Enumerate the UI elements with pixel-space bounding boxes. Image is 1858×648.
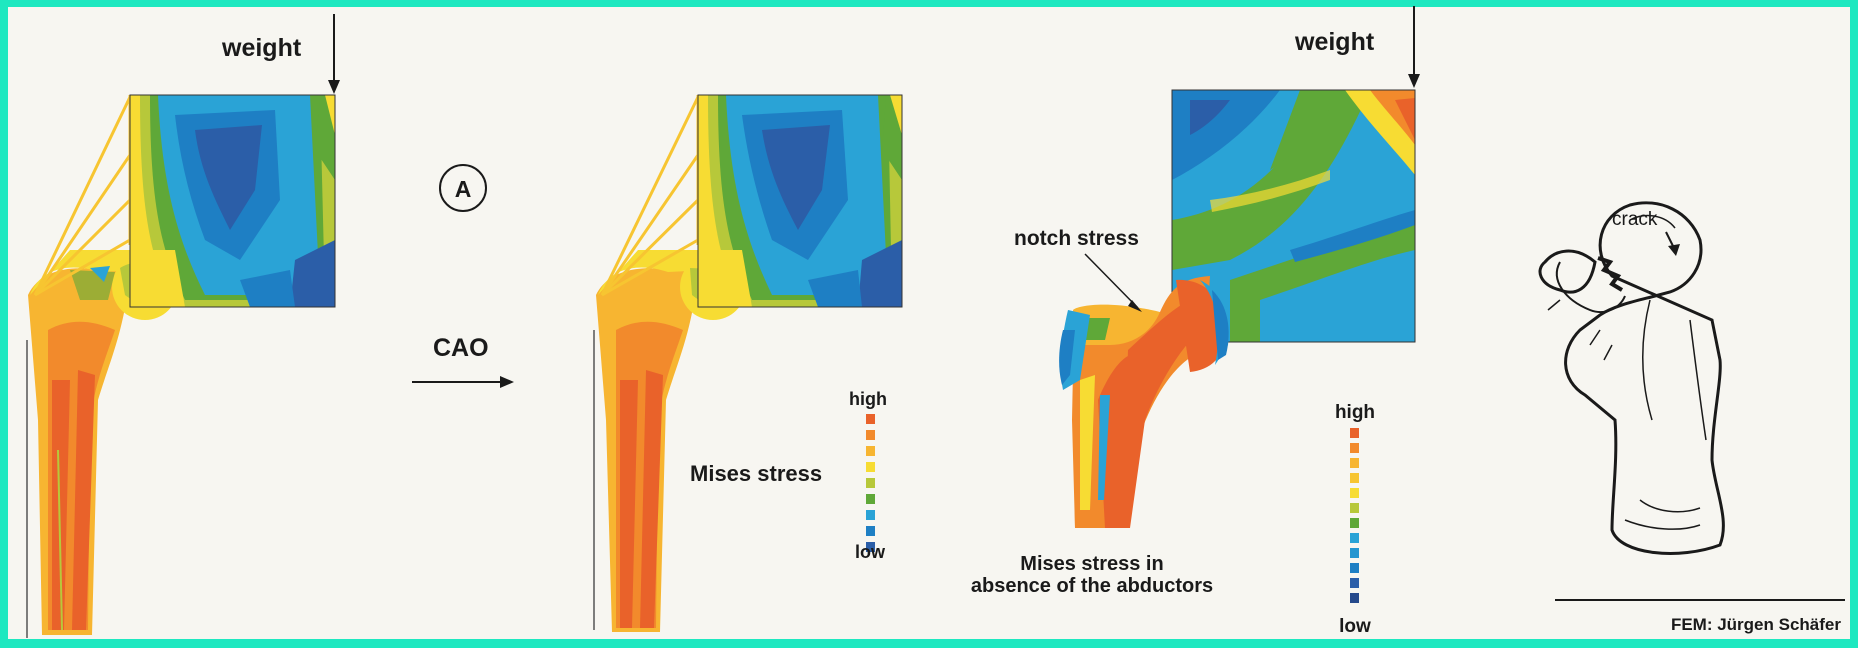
- legend-low-right: low: [1339, 616, 1371, 637]
- caption-line2: absence of the abductors: [971, 575, 1213, 597]
- legend-low-mid: low: [855, 542, 886, 562]
- legend-title-mid: Mises stress: [690, 461, 822, 486]
- crack-label: crack: [1612, 209, 1658, 230]
- caption-line1: Mises stress in: [1020, 553, 1163, 575]
- weight-label-right: weight: [1294, 28, 1375, 56]
- weight-label-left: weight: [221, 34, 302, 62]
- stress-square-left: [130, 95, 335, 307]
- stress-square-mid: [698, 95, 902, 307]
- label-a: A: [455, 176, 472, 202]
- notch-stress-label: notch stress: [1014, 227, 1139, 250]
- legend-high-mid: high: [849, 389, 887, 409]
- credit-label: FEM: Jürgen Schäfer: [1671, 615, 1841, 634]
- legend-high-right: high: [1335, 402, 1375, 423]
- cao-label: CAO: [433, 334, 489, 362]
